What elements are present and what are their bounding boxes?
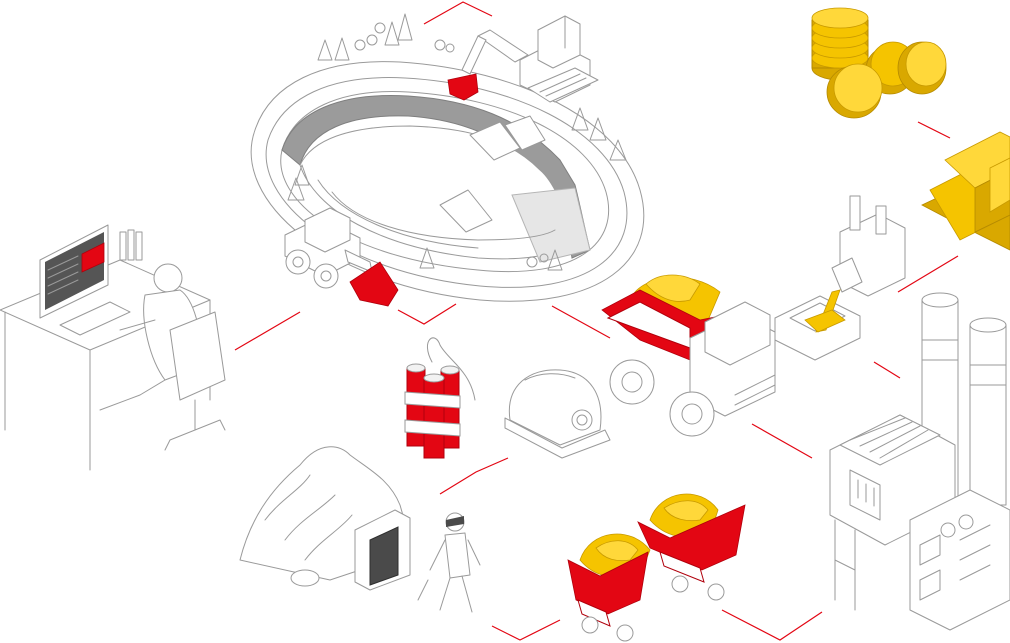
smelting-furnace-illustration [774,195,906,361]
miner-worker-illustration [417,512,481,613]
safety-helmet-illustration [504,369,611,459]
processing-factory-illustration [829,292,1010,631]
gold-bars-illustration [921,131,1010,251]
mining-dump-truck-illustration [601,274,776,437]
connector-lines [234,1,959,641]
ore-mine-carts-illustration [567,493,746,642]
mountain-mine-entrance-illustration [239,446,411,591]
excavator-illustration [447,15,599,103]
office-computer-operator-illustration [0,224,226,471]
gold-coins-illustration [811,7,947,119]
dynamite-bundle-illustration [404,337,476,459]
wheel-loader-illustration [284,207,399,307]
